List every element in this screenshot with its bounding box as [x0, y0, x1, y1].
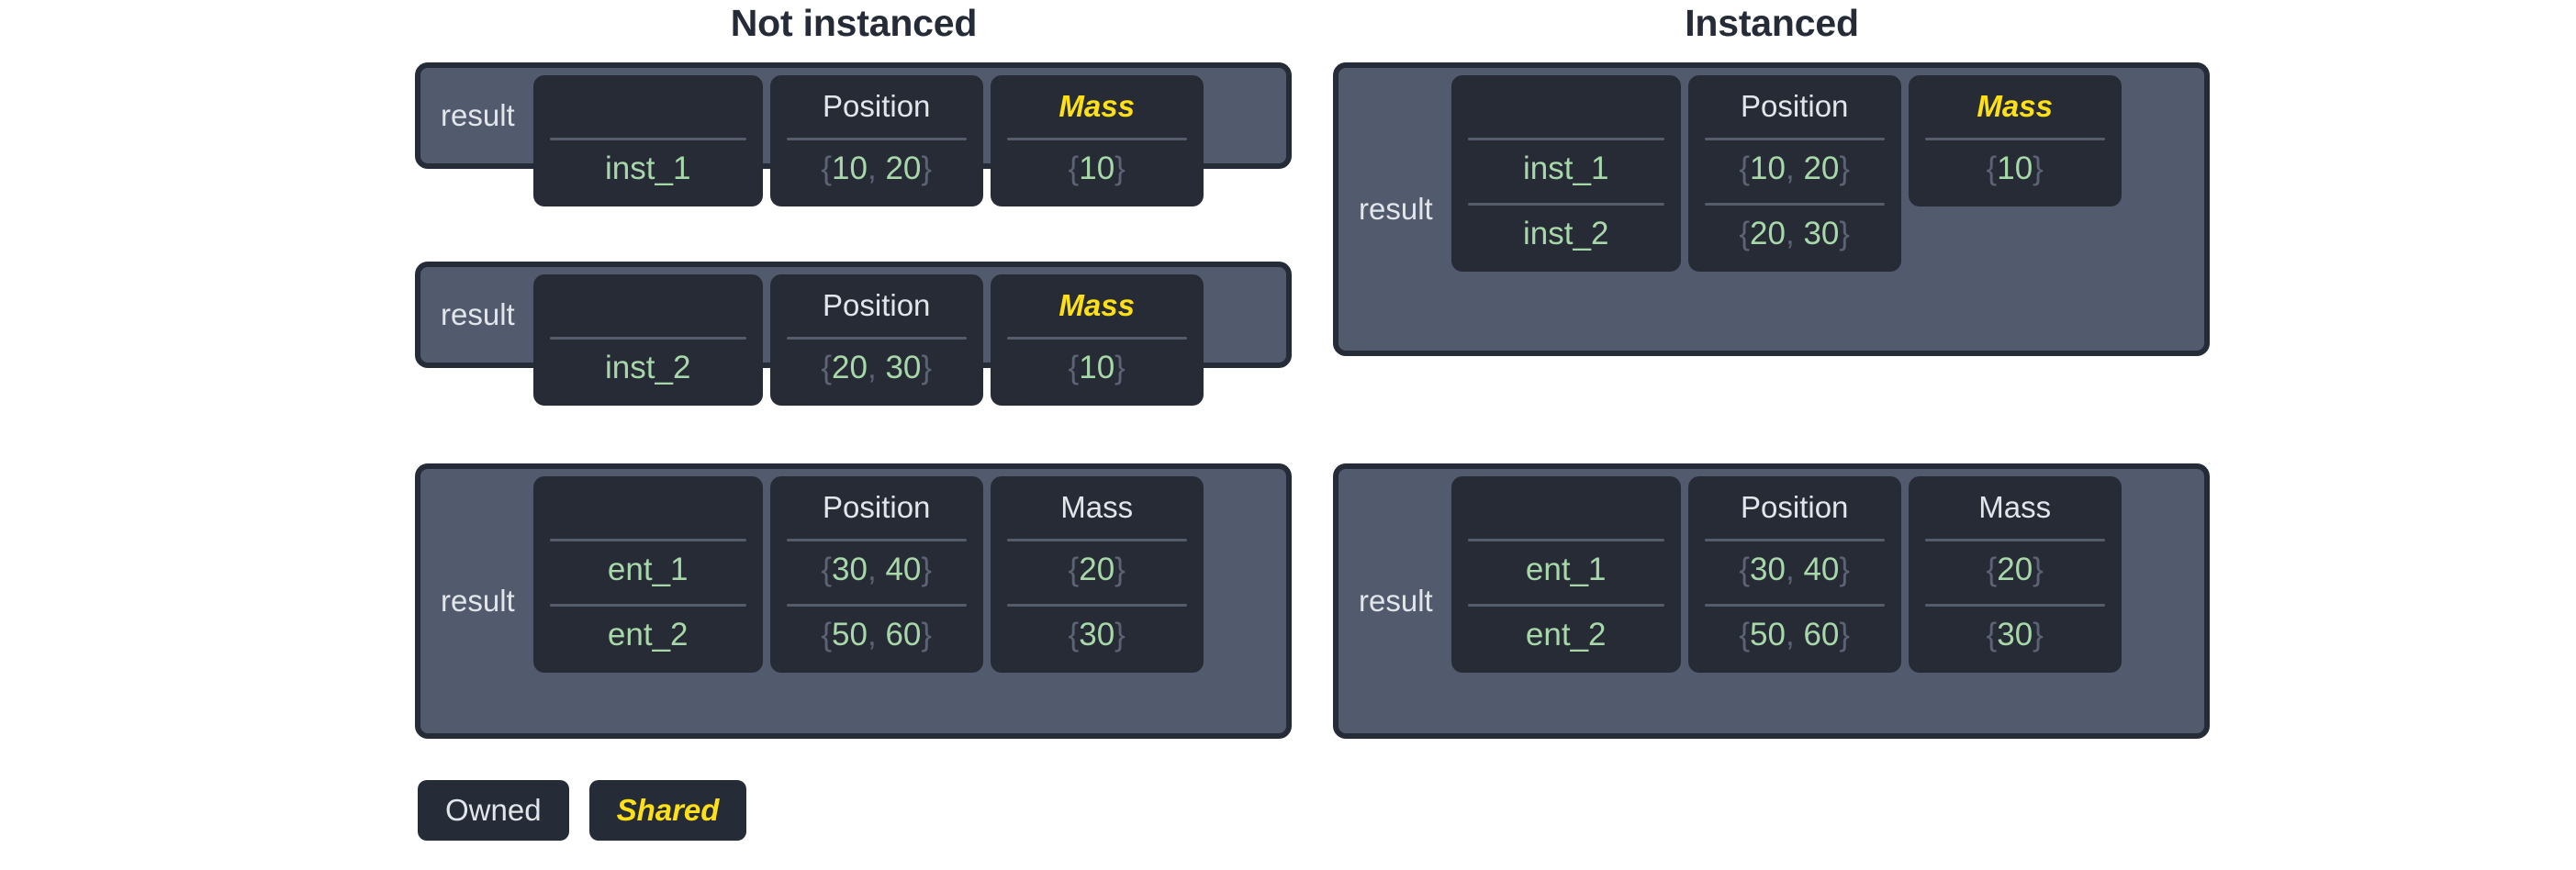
column-header-position: Position — [1741, 89, 1849, 123]
row-divider — [549, 138, 746, 140]
row-divider — [1006, 337, 1187, 340]
legend: Owned Shared — [418, 780, 747, 841]
row-divider — [1924, 539, 2105, 541]
column-position: Position {10, 20} {20, 30} — [1687, 75, 1901, 272]
column-header-position: Position — [823, 490, 931, 524]
column-position: Position {10, 20} — [769, 75, 983, 206]
result-label: result — [441, 297, 515, 331]
table-cell: inst_1 — [604, 151, 691, 186]
columns-container: inst_1 inst_2 Position {10, 20} {20, 30} Mass… — [1450, 75, 2197, 343]
row-divider — [1467, 539, 1664, 541]
column-name: inst_1 — [532, 75, 763, 206]
table-cell: {10, 20} — [1739, 151, 1851, 186]
table-cell: ent_1 — [607, 552, 689, 587]
row-divider — [1006, 138, 1187, 140]
column-name: inst_1 inst_2 — [1450, 75, 1681, 272]
result-table-instanced-insts: result inst_1 inst_2 Position {10, 20} {20, … — [1333, 62, 2210, 356]
row-divider — [1006, 539, 1187, 541]
table-cell: ent_1 — [1525, 552, 1607, 587]
row-divider — [1704, 138, 1885, 140]
column-name: ent_1 ent_2 — [1450, 476, 1681, 673]
result-label: result — [1359, 192, 1433, 226]
column-header-name — [1451, 482, 1681, 533]
row-divider — [1924, 138, 2105, 140]
column-header-position: Position — [823, 288, 931, 322]
row-divider — [1467, 604, 1664, 607]
row-divider — [786, 604, 967, 607]
row-divider — [1006, 604, 1187, 607]
table-cell: {20} — [1986, 552, 2044, 587]
row-divider — [786, 337, 967, 340]
legend-item-owned: Owned — [418, 780, 569, 841]
row-divider — [1467, 203, 1664, 206]
column-header-position: Position — [1741, 490, 1849, 524]
column-mass: Mass {20} {30} — [990, 476, 1204, 673]
row-divider — [1467, 138, 1664, 140]
table-cell: {20} — [1068, 552, 1126, 587]
result-label: result — [441, 584, 515, 618]
result-table-instanced-entities: result ent_1 ent_2 Position {30, 40} {50, 60… — [1333, 463, 2210, 739]
table-cell: {50, 60} — [1739, 617, 1851, 652]
table-cell: ent_2 — [1525, 617, 1607, 652]
table-cell: inst_2 — [1522, 216, 1609, 251]
column-mass: Mass {10} — [990, 75, 1204, 206]
column-mass: Mass {20} {30} — [1908, 476, 2122, 673]
column-header-name — [533, 280, 763, 331]
table-cell: {20, 30} — [1739, 216, 1851, 251]
result-table-not-instanced-inst-1: result inst_1 Position {10, 20} Mass {10} — [415, 62, 1292, 206]
columns-container: ent_1 ent_2 Position {30, 40} {50, 60} Mass {2… — [532, 476, 1279, 726]
result-label: result — [441, 98, 515, 132]
table-cell: {20, 30} — [821, 350, 933, 385]
table-cell: {30, 40} — [821, 552, 933, 587]
column-header-name — [1451, 81, 1681, 132]
row-divider — [1704, 604, 1885, 607]
column-title-instanced: Instanced — [1685, 2, 1859, 44]
table-cell: {30} — [1068, 617, 1126, 652]
table-cell: {10} — [1986, 151, 2044, 186]
table-cell: {10} — [1068, 350, 1126, 385]
row-divider — [549, 337, 746, 340]
result-table-not-instanced-entities: result ent_1 ent_2 Position {30, 40} {50, 60… — [415, 463, 1292, 739]
column-title-not-instanced: Not instanced — [730, 2, 978, 44]
table-cell: {30, 40} — [1739, 552, 1851, 587]
column-name: ent_1 ent_2 — [532, 476, 763, 673]
column-name: inst_2 — [532, 274, 763, 406]
table-cell: {50, 60} — [821, 617, 933, 652]
table-cell: {10, 20} — [821, 151, 933, 186]
column-header-position: Position — [823, 89, 931, 123]
column-header-mass: Mass — [1058, 89, 1135, 123]
table-cell: inst_1 — [1522, 151, 1609, 186]
columns-container: inst_2 Position {20, 30} Mass {10} — [532, 274, 1279, 406]
column-position: Position {20, 30} — [769, 274, 983, 406]
row-divider — [549, 539, 746, 541]
row-divider — [1704, 539, 1885, 541]
column-header-mass: Mass — [1978, 490, 2052, 524]
column-header-mass: Mass — [1977, 89, 2053, 123]
result-table-not-instanced-inst-2: result inst_2 Position {20, 30} Mass {10} — [415, 262, 1292, 406]
table-cell: inst_2 — [604, 350, 691, 385]
row-divider — [786, 138, 967, 140]
column-position: Position {30, 40} {50, 60} — [769, 476, 983, 673]
row-divider — [786, 539, 967, 541]
columns-container: ent_1 ent_2 Position {30, 40} {50, 60} Mass {2… — [1450, 476, 2197, 726]
legend-item-shared: Shared — [588, 780, 747, 841]
row-divider — [1924, 604, 2105, 607]
row-divider — [549, 604, 746, 607]
columns-container: inst_1 Position {10, 20} Mass {10} — [532, 75, 1279, 206]
result-label: result — [1359, 584, 1433, 618]
column-mass: Mass {10} — [990, 274, 1204, 406]
table-cell: {10} — [1068, 151, 1126, 186]
column-header-mass: Mass — [1060, 490, 1134, 524]
column-header-mass: Mass — [1058, 288, 1135, 322]
column-position: Position {30, 40} {50, 60} — [1687, 476, 1901, 673]
column-mass: Mass {10} — [1908, 75, 2122, 206]
table-cell: ent_2 — [607, 617, 689, 652]
column-header-name — [533, 81, 763, 132]
table-cell: {30} — [1986, 617, 2044, 652]
row-divider — [1704, 203, 1885, 206]
column-header-name — [533, 482, 763, 533]
